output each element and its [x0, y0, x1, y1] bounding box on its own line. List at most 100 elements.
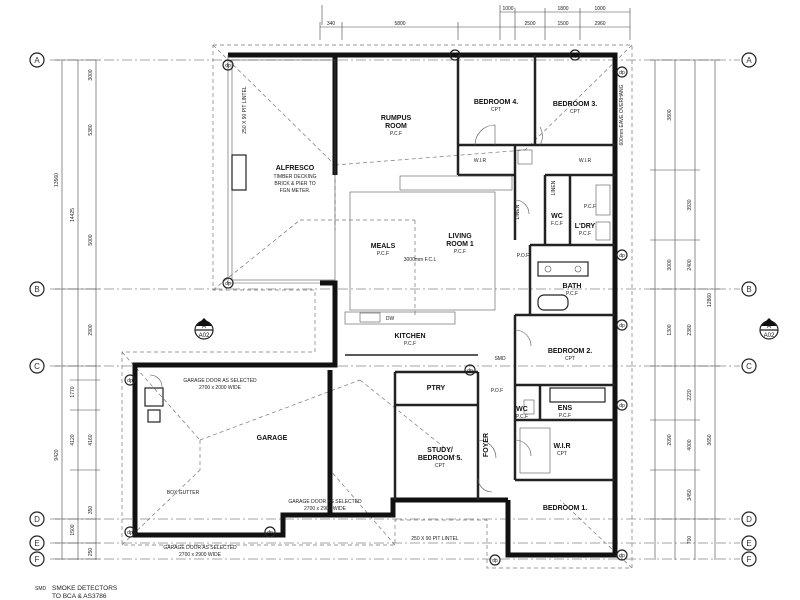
grid-label: F — [35, 555, 40, 564]
dim-text: 2500 — [524, 21, 535, 27]
section-mark-sheet: A02 — [764, 333, 775, 339]
downpipe-icon: dp — [452, 53, 458, 59]
garage-door-mid-note: GARAGE DOOR AS SELECTED — [288, 499, 362, 505]
grid-label: D — [34, 515, 40, 524]
dim-text: 2380 — [687, 324, 693, 335]
dim-text: 2400 — [687, 259, 693, 270]
room-finish-living: P.C.F — [454, 249, 466, 255]
grid-label: E — [34, 539, 39, 548]
downpipe-icon: dp — [619, 253, 625, 259]
room-finish-study: CPT — [435, 463, 445, 469]
downpipe-icon: dp — [467, 368, 473, 374]
downpipe-icon: dp — [619, 323, 625, 329]
door-swings — [149, 124, 543, 493]
dim-text: 350 — [88, 506, 94, 515]
linen-note: LINEN — [515, 204, 521, 219]
dimensions-left: 3000 13560 5380 14425 5000 2900 9420 177… — [54, 59, 100, 560]
dim-text: 13560 — [54, 173, 60, 187]
dim-text: 1500 — [557, 21, 568, 27]
garage-door-bottom-size: 2700 x 2900 WIDE — [179, 552, 222, 558]
room-name-bath: BATH — [563, 283, 582, 290]
room-finish-wc2: P.C.F — [516, 414, 528, 420]
room-name-ens: ENS — [558, 405, 573, 412]
dim-text: 14425 — [70, 208, 76, 222]
eave-note: 600mm EAVE OVERHANG — [619, 84, 625, 145]
dim-text: 1800 — [557, 6, 568, 12]
room-name-bed4: BEDROOM 4. — [474, 99, 518, 106]
alfresco-lintel-note: 250 X 90 PIT LINTEL — [242, 86, 248, 134]
room-name-garage: GARAGE — [257, 435, 288, 442]
room-finish-wc1: F.C.F — [551, 221, 563, 227]
dim-text: 2960 — [594, 21, 605, 27]
smoke-detector-mark: SMD — [494, 356, 506, 362]
room-name-rumpus: RUMPUS — [381, 115, 412, 122]
garage-door-top-note: GARAGE DOOR AS SELECTED — [183, 378, 257, 384]
downpipe-icon: dp — [267, 530, 273, 536]
legend-text-1: SMOKE DETECTORS — [52, 585, 118, 592]
room-name-bed3: BEDROOM 3. — [553, 101, 597, 108]
dim-text: 1500 — [70, 524, 76, 535]
dim-text: 700 — [687, 536, 693, 545]
dim-text: 5380 — [88, 124, 94, 135]
porch-lintel-note: 250 X 90 PIT LINTEL — [411, 536, 459, 542]
section-mark-letter: A — [202, 324, 206, 330]
grid-label: B — [34, 285, 39, 294]
downpipe-icon: dp — [225, 63, 231, 69]
external-walls — [132, 52, 618, 558]
room-name-rumpus-2: ROOM — [385, 123, 407, 130]
dim-text: 2900 — [88, 324, 94, 335]
room-note-alfresco-1: TIMBER DECKING — [273, 174, 316, 180]
room-finish-kitchen: P.C.F — [404, 341, 416, 347]
room-labels: RUMPUS ROOM P.C.F BEDROOM 4. CPT BEDROOM… — [257, 99, 598, 512]
garage-door-top-size: 2700 x 2000 WIDE — [199, 385, 242, 391]
dim-text: 5000 — [88, 234, 94, 245]
dim-text: 9420 — [54, 449, 60, 460]
linen-note-2: LINEN — [551, 180, 557, 195]
downpipe-icon: dp — [619, 70, 625, 76]
grid-bubbles-left: A B C D E F — [29, 52, 45, 567]
grid-label: C — [746, 362, 752, 371]
dishwasher-label: DW — [386, 316, 395, 322]
dim-text: 12860 — [707, 293, 713, 307]
dim-text: 4160 — [88, 434, 94, 445]
dim-text: 3800 — [667, 109, 673, 120]
pof-note-2: P.O.F — [491, 388, 503, 394]
dim-text: 1300 — [667, 324, 673, 335]
notes: GARAGE DOOR AS SELECTED 2700 x 2000 WIDE… — [163, 84, 625, 558]
downpipe-icon: dp — [572, 53, 578, 59]
room-name-study: STUDY/ — [427, 447, 453, 454]
downpipe-icon: dp — [619, 553, 625, 559]
room-name-wir3: W.I.R — [579, 158, 592, 164]
dim-text: 4120 — [70, 434, 76, 445]
dim-text: 1770 — [70, 386, 76, 397]
dim-text: 340 — [327, 21, 336, 27]
room-finish-meals: P.C.F — [377, 251, 389, 257]
room-name-foyer: FOYER — [483, 433, 490, 457]
room-note-alfresco-2: BRICK & PIER TO — [274, 181, 315, 187]
legend: SMD SMOKE DETECTORS TO BCA & AS3786 — [35, 585, 118, 600]
downpipe-icon: dp — [225, 281, 231, 287]
grid-label: E — [746, 539, 751, 548]
legend-symbol: SMD — [35, 586, 47, 592]
dim-text: 1000 — [502, 6, 513, 12]
room-name-living-2: ROOM 1 — [446, 241, 474, 248]
pof-note-1: P.O.F — [517, 253, 529, 259]
pcf-note-hall: P.C.F — [584, 204, 596, 210]
grid-label: B — [746, 285, 751, 294]
dim-text: 3930 — [687, 199, 693, 210]
dim-text: 1000 — [594, 6, 605, 12]
dimensions-top: 340 5800 1000 2500 1800 1000 1500 2960 — [319, 5, 631, 40]
room-finish-bath: P.C.F — [566, 291, 578, 297]
dim-text: 5800 — [394, 21, 405, 27]
room-name-wc1: WC — [551, 213, 563, 220]
room-name-wir4: W.I.R — [474, 158, 487, 164]
room-name-meals: MEALS — [371, 243, 396, 250]
garage-door-bottom-note: GARAGE DOOR AS SELECTED — [163, 545, 237, 551]
room-name-ldry: L'DRY — [575, 223, 596, 230]
section-mark-sheet: A02 — [199, 333, 210, 339]
downpipe-icon: dp — [492, 558, 498, 564]
grid-label: F — [747, 555, 752, 564]
downpipe-icon: dp — [127, 378, 133, 384]
room-finish-wir-master: CPT — [557, 451, 567, 457]
